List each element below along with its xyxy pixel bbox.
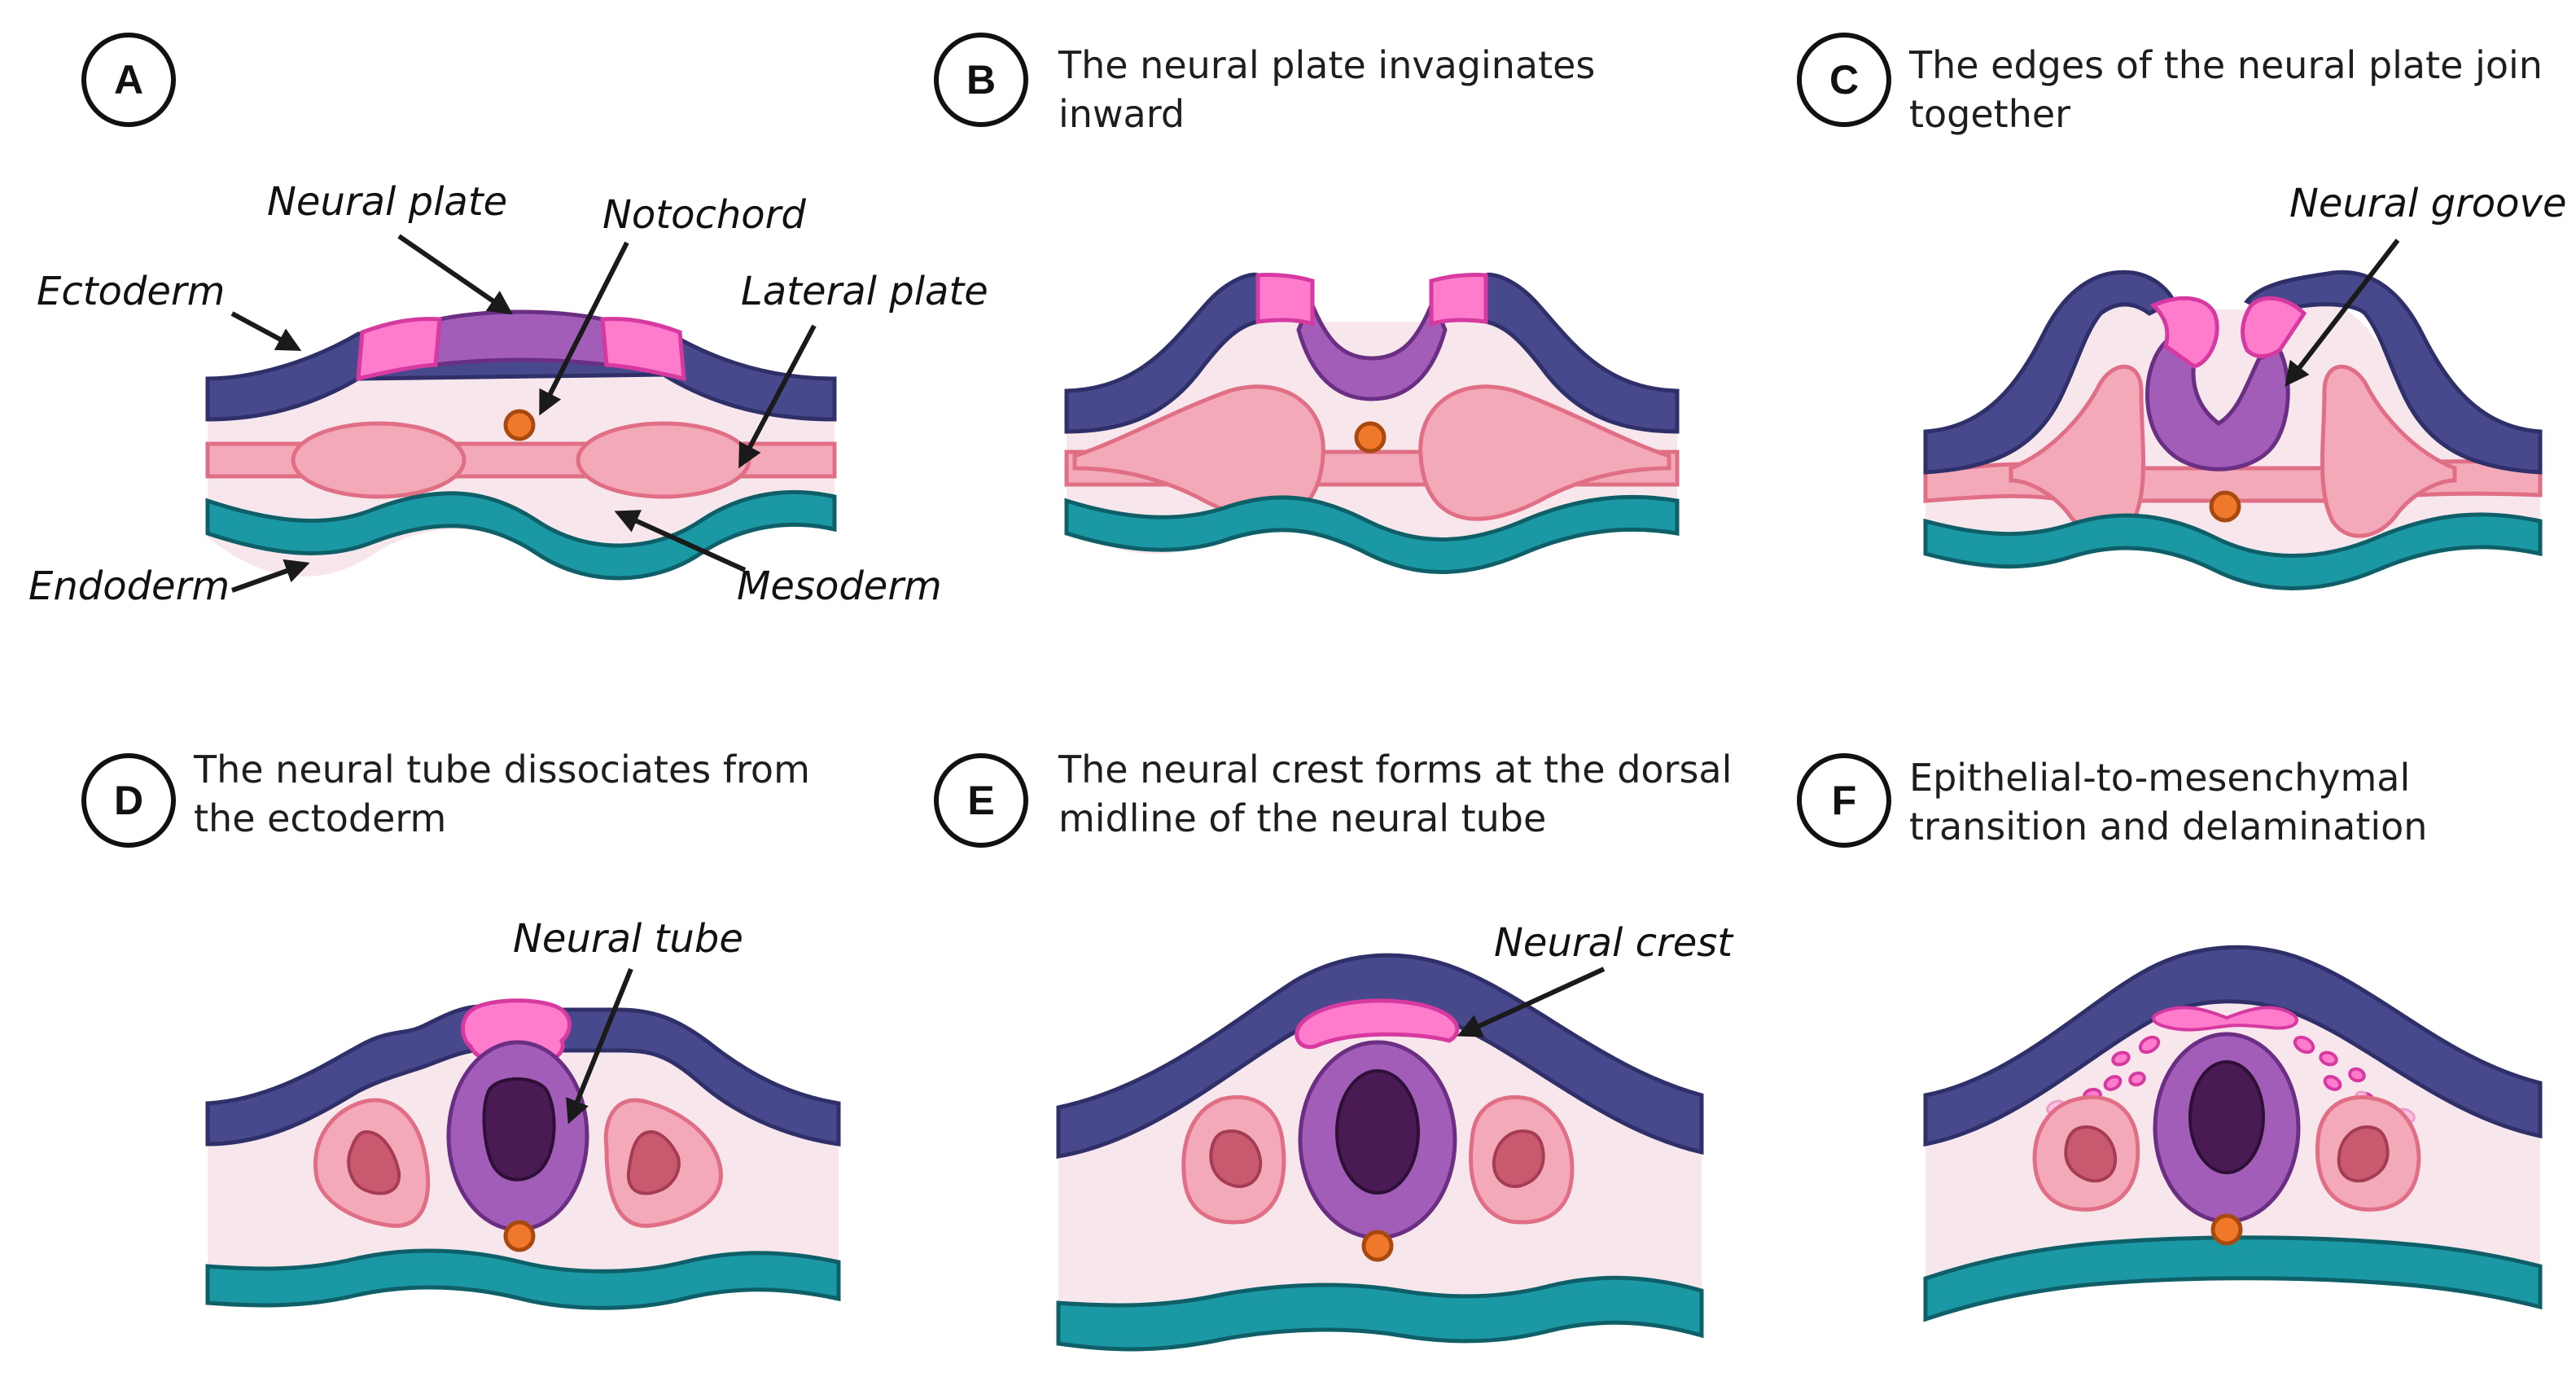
panel-f-endoderm: [1923, 1235, 2543, 1322]
panel-c-notochord: [2209, 490, 2241, 523]
panel-b-pink-right: [1429, 273, 1488, 327]
arrow-ectoderm: [230, 311, 302, 351]
panel-d-letter: D: [81, 753, 176, 848]
arrow-neural-plate: [397, 234, 513, 315]
arrow-lateral-plate: [738, 324, 817, 469]
panel-f-illustration: [1923, 945, 2543, 1322]
panel-f-lumen: [2188, 1060, 2265, 1174]
panel-e-endoderm: [1056, 1275, 1704, 1352]
panel-a-lateral-plate-left: [291, 421, 467, 499]
panel-c-lateral-plate-right: [2320, 364, 2457, 538]
panel-b-lateral-plate-left: [1072, 384, 1325, 521]
panel-e-lumen: [1335, 1069, 1420, 1195]
arrow-endoderm: [230, 559, 310, 593]
panel-f-ectoderm: [1923, 945, 2543, 1147]
panel-c-letter: C: [1797, 33, 1891, 127]
panel-d-somite-left-core: [347, 1129, 401, 1195]
arrow-neural-tube: [566, 967, 633, 1125]
panel-d-lumen: [482, 1077, 556, 1182]
label-neural-crest: Neural crest: [1494, 920, 1733, 966]
panel-b-neural-plate-purple: [1296, 296, 1448, 401]
panel-f-somite-left-core: [2064, 1125, 2118, 1183]
panel-e-caption: The neural crest forms at the dorsal mid…: [1058, 748, 1733, 840]
label-neural-tube: Neural tube: [513, 916, 743, 962]
panel-c-illustration: [1923, 239, 2543, 590]
panel-c-pink-left: [2149, 296, 2219, 369]
panel-e-neural-crest: [1295, 998, 1460, 1050]
panel-d-illustration: [205, 967, 841, 1310]
panel-f-somite-right-core: [2337, 1125, 2390, 1183]
panel-a-lateral-plate-right: [576, 421, 751, 499]
panel-a-endoderm: [205, 489, 837, 581]
panel-f-letter: F: [1797, 753, 1891, 848]
panel-c-caption: The edges of the neural plate join toget…: [1909, 43, 2543, 136]
panel-c-neural-groove-purple: [2145, 339, 2290, 471]
label-neural-plate: Neural plate: [267, 179, 508, 225]
label-neural-groove: Neural groove: [2289, 181, 2567, 226]
label-ectoderm: Ectoderm: [37, 269, 226, 314]
panel-a-neural-plate-pink-left: [356, 317, 442, 382]
panel-c-endoderm: [1923, 512, 2543, 590]
panel-b-illustration: [1064, 272, 1680, 574]
arrow-neural-groove: [2285, 239, 2400, 387]
panel-a-neural-plate-pink-right: [600, 317, 686, 382]
panel-e-somite-left-core: [1209, 1129, 1263, 1188]
label-lateral-plate: Lateral plate: [741, 269, 988, 314]
panel-b-caption: The neural plate invaginates inward: [1058, 43, 1596, 136]
arrow-neural-crest: [1457, 967, 1606, 1037]
panel-d-notochord: [503, 1220, 536, 1252]
panel-e-illustration: [1056, 953, 1704, 1352]
panel-b-pink-left: [1255, 273, 1315, 327]
panel-a-letter: A: [81, 33, 176, 127]
arrow-notochord: [539, 241, 629, 416]
panel-b-letter: B: [934, 33, 1028, 127]
panel-b-endoderm: [1064, 494, 1680, 574]
panel-d-endoderm: [205, 1248, 841, 1310]
panel-d-somite-right-core: [626, 1129, 681, 1195]
label-mesoderm: Mesoderm: [737, 563, 942, 609]
panel-a-notochord: [503, 409, 536, 441]
panel-f-crest-center: [2152, 1006, 2298, 1032]
panel-f-notochord: [2210, 1213, 2243, 1246]
label-notochord: Notochord: [602, 192, 806, 238]
panel-d-ectoderm: [205, 1004, 841, 1147]
label-endoderm: Endoderm: [28, 563, 230, 609]
panel-a-illustration: [205, 234, 837, 593]
panel-e-letter: E: [934, 753, 1028, 848]
panel-d-caption: The neural tube dissociates from the ect…: [194, 748, 810, 840]
panel-e-notochord: [1361, 1230, 1394, 1262]
panel-c-lateral-plate-left: [2009, 364, 2145, 538]
panel-b-notochord: [1354, 421, 1387, 454]
panel-f-caption: Epithelial-to-mesenchymal transition and…: [1909, 756, 2428, 848]
panel-e-ectoderm: [1056, 953, 1704, 1159]
panel-e-somite-right-core: [1492, 1129, 1545, 1188]
panel-c-pink-right: [2241, 296, 2307, 358]
arrow-mesoderm: [614, 510, 747, 572]
panel-b-lateral-plate-right: [1418, 384, 1671, 521]
